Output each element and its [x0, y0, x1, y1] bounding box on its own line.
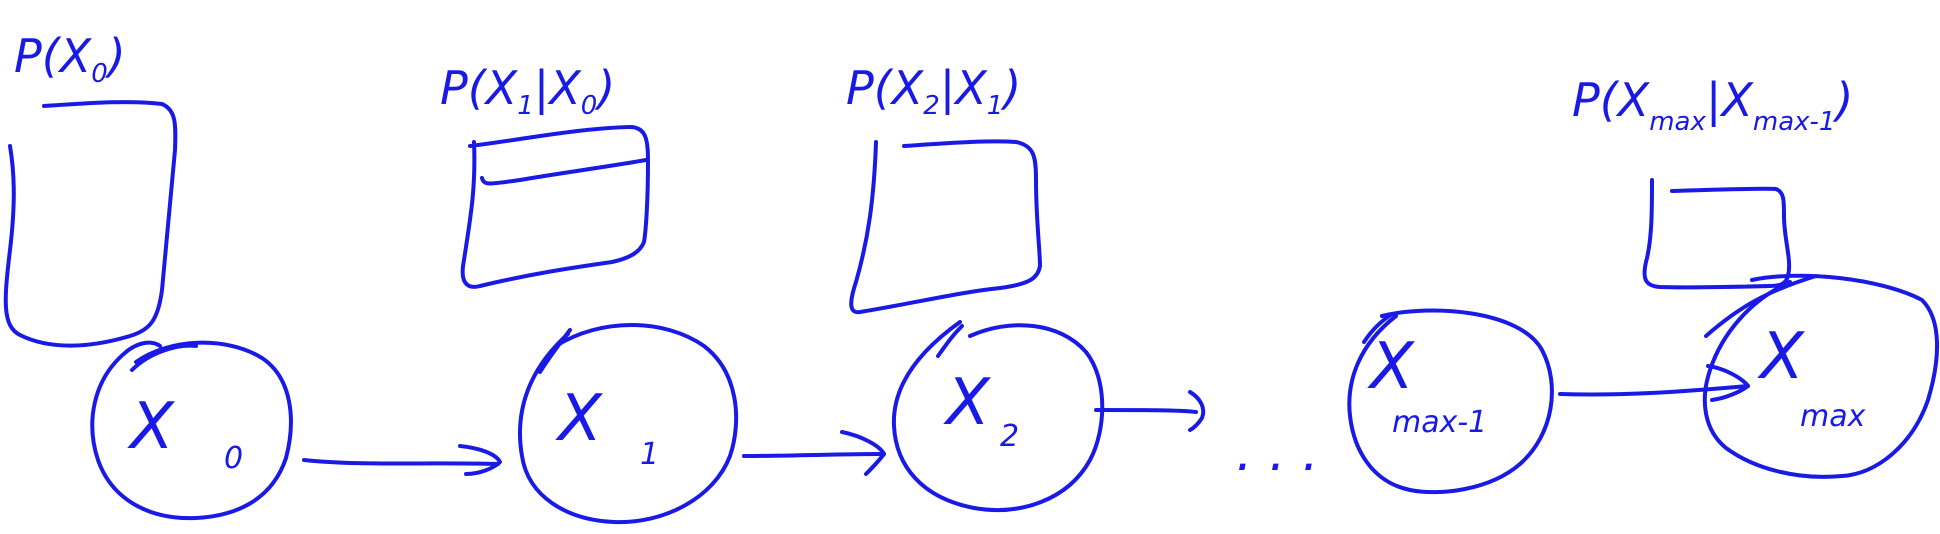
node-label-max-1-sub: max-1	[1392, 405, 1487, 440]
svg-text:P(X2|X1): P(X2|X1)	[846, 61, 1021, 121]
prob-label-max-sub: max	[1649, 107, 1706, 137]
node-label-2-sub: 2	[1000, 419, 1019, 454]
prob-label-0: P(X0)	[14, 29, 126, 89]
prob-label-1-prefix: P(X	[440, 61, 519, 115]
svg-text:P(Xmax|Xmax-1): P(Xmax|Xmax-1)	[1572, 73, 1853, 137]
prob-label-max-cond: |X	[1706, 73, 1754, 128]
prob-label-2-suffix: )	[1000, 61, 1021, 115]
prob-label-2-sub: 2	[923, 91, 940, 121]
prob-label-1-cond-sub: 0	[581, 91, 598, 121]
node-circle-2-overlap	[936, 324, 964, 358]
distribution-box-2	[849, 139, 1042, 315]
node-label-max-main: X	[1757, 320, 1805, 394]
prob-label-1-sub: 1	[517, 91, 534, 121]
node-label-1-main: X	[555, 382, 603, 456]
prob-label-max-prefix: P(X	[1572, 73, 1651, 127]
prob-label-2-prefix: P(X	[846, 61, 925, 115]
prob-label-max-suffix: )	[1832, 73, 1853, 127]
distribution-box-1-level	[480, 158, 648, 186]
node-circle-max-1	[1347, 308, 1554, 495]
node-circle-1-overlap	[538, 328, 572, 374]
node-circle-max	[1702, 273, 1940, 479]
node-label-1-sub: 1	[640, 437, 659, 472]
prob-label-2-cond-sub: 1	[987, 91, 1004, 121]
prob-label-1: P(X1|X0)	[440, 61, 615, 121]
node-label-max-1: X max-1	[1367, 330, 1487, 440]
arrow-1-to-2	[742, 430, 886, 476]
node-circle-max-1-overlap	[1362, 312, 1394, 344]
ellipsis-dots: . . .	[1236, 423, 1319, 483]
prob-label-max-cond-sub: max-1	[1753, 107, 1836, 137]
prob-label-1-cond: |X	[534, 61, 582, 116]
prob-label-max: P(Xmax|Xmax-1)	[1572, 73, 1853, 137]
node-circle-1	[517, 323, 739, 525]
prob-label-2-cond: |X	[940, 61, 988, 116]
distribution-box-1	[460, 125, 650, 289]
prob-label-2: P(X2|X1)	[846, 61, 1021, 121]
node-circle-2	[891, 320, 1105, 512]
prob-label-0-suffix: )	[105, 29, 126, 83]
node-label-max: X max	[1757, 320, 1866, 434]
svg-text:P(X0): P(X0)	[14, 29, 126, 89]
distribution-box-0	[3, 100, 178, 348]
node-label-2: X 2	[943, 366, 1019, 454]
node-label-max-sub: max	[1800, 399, 1866, 434]
node-label-0: X 0	[127, 390, 243, 476]
node-label-0-main: X	[127, 390, 175, 464]
node-label-max-1-main: X	[1367, 330, 1415, 404]
prob-label-1-suffix: )	[594, 61, 615, 115]
node-label-1: X 1	[555, 382, 659, 472]
arrow-0-to-1	[302, 444, 502, 476]
node-label-0-sub: 0	[224, 441, 243, 476]
node-label-2-main: X	[943, 366, 991, 440]
prob-label-0-sub: 0	[91, 59, 108, 89]
svg-text:P(X1|X0): P(X1|X0)	[440, 61, 615, 121]
arrow-2-to-ellipsis	[1094, 390, 1206, 432]
prob-label-0-prefix: P(X	[14, 29, 93, 83]
distribution-box-max	[1642, 178, 1792, 290]
node-circle-0	[90, 340, 293, 521]
arrow-max-1-to-max	[1558, 364, 1750, 402]
node-circle-0-overlap	[130, 343, 198, 372]
node-circle-max-overlap	[1704, 274, 1818, 338]
